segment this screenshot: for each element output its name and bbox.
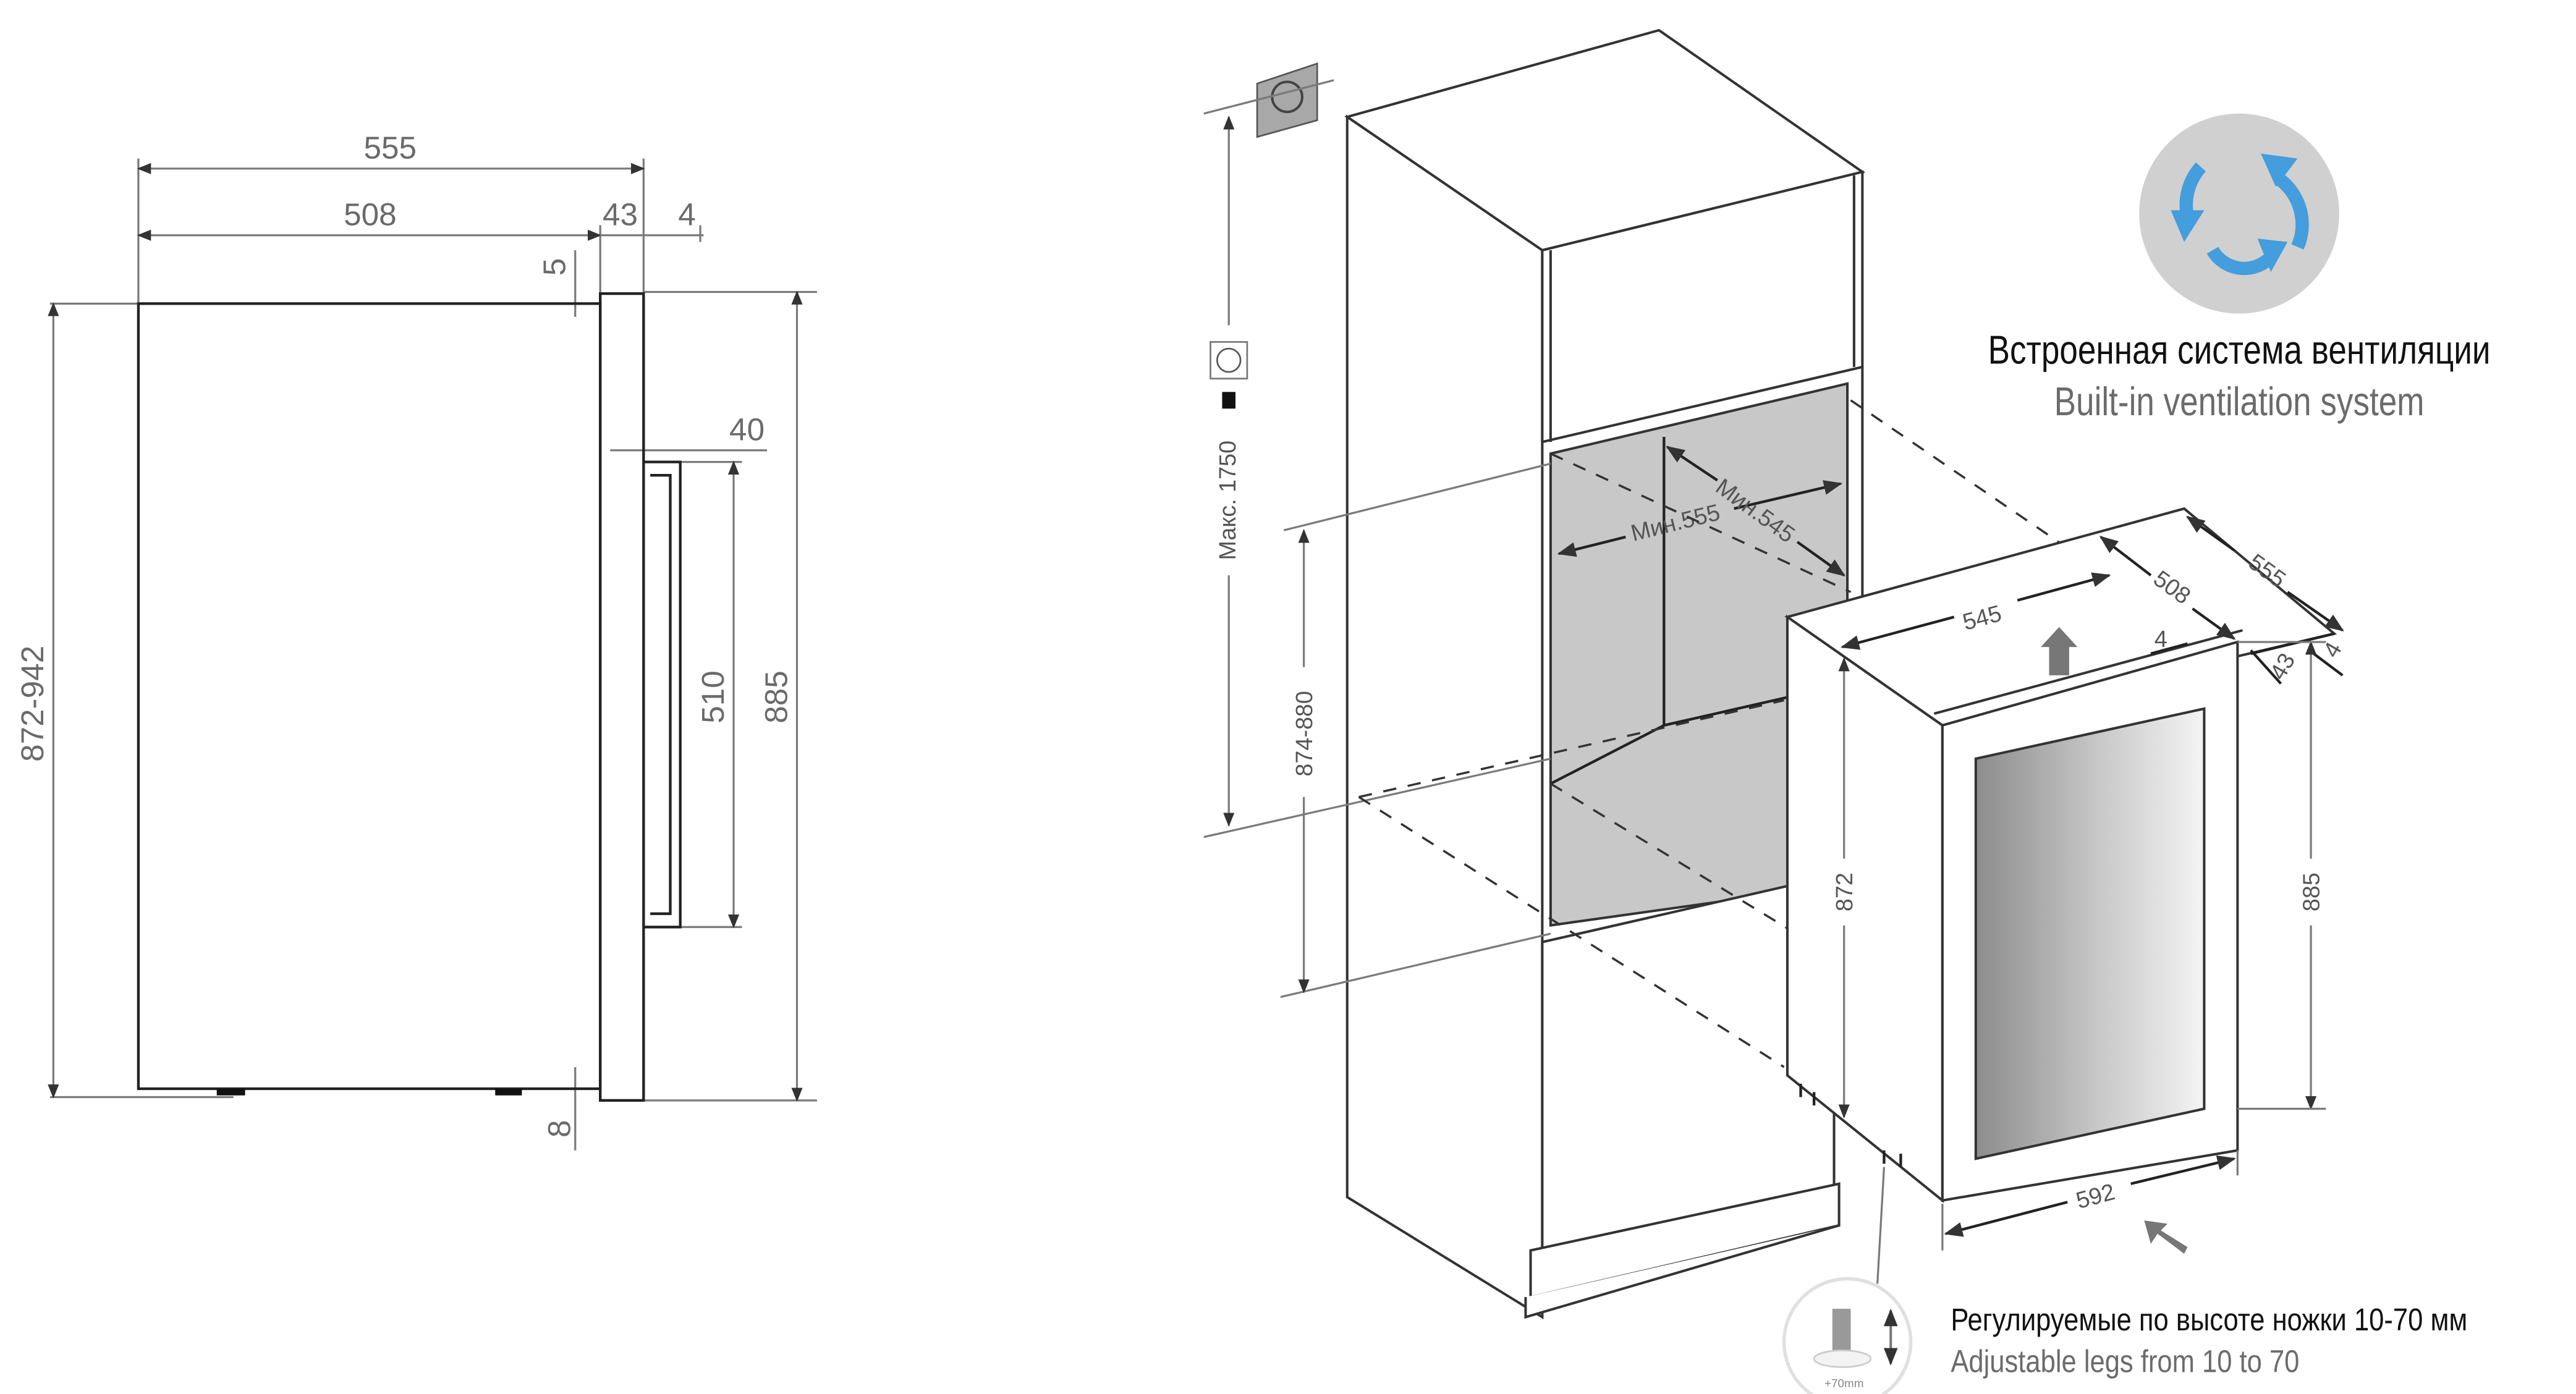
legs-title-ru: Регулируемые по высоте ножки 10-70 мм bbox=[1951, 1303, 2467, 1338]
dim-gap-4b: 4 bbox=[2318, 638, 2347, 662]
dim-gap: 4 bbox=[678, 197, 696, 232]
ventilation-title-ru: Встроенная система вентиляции bbox=[1988, 327, 2491, 372]
dim-door-depth: 43 bbox=[603, 197, 638, 232]
adjustable-leg-icon: +70mm bbox=[1782, 1277, 1913, 1394]
dim-top-gap: 5 bbox=[537, 258, 572, 276]
up-arrow-icon bbox=[2041, 627, 2078, 675]
dim-overall-depth: 555 bbox=[364, 130, 417, 166]
foot-rear bbox=[495, 1088, 522, 1096]
insert-arrow-icon bbox=[2144, 1220, 2188, 1254]
appliance-body-side bbox=[137, 302, 602, 1091]
door-handle bbox=[643, 460, 682, 929]
dim-bottom-gap: 8 bbox=[542, 1120, 577, 1138]
dim-max-socket-height: Макс. 1750 bbox=[1215, 441, 1241, 560]
side-view-drawing bbox=[48, 158, 817, 1151]
dim-body-height: 872-942 bbox=[15, 646, 50, 762]
dim-handle-height: 510 bbox=[695, 670, 731, 724]
dim-door-width: 592 bbox=[2074, 1179, 2118, 1214]
dim-door-height: 885 bbox=[758, 670, 794, 724]
glass-door bbox=[1974, 707, 2206, 1160]
plug-socket-icon bbox=[1210, 341, 1248, 409]
dim-door-43: 43 bbox=[2265, 649, 2300, 684]
dim-niche-height: 874-880 bbox=[1292, 691, 1318, 777]
leg-badge: +70mm bbox=[1824, 1377, 1863, 1390]
foot-front bbox=[216, 1088, 245, 1096]
legs-title-en: Adjustable legs from 10 to 70 bbox=[1951, 1344, 2299, 1379]
socket-icon bbox=[1256, 62, 1318, 138]
cabinet-column bbox=[1344, 28, 1866, 1320]
dim-gap-4a: 4 bbox=[2154, 627, 2167, 653]
dim-body-height-872: 872 bbox=[1832, 872, 1858, 911]
appliance-door-side bbox=[599, 292, 645, 1102]
dim-body-depth: 508 bbox=[344, 197, 397, 232]
dim-door-height-885: 885 bbox=[2299, 872, 2325, 911]
ventilation-icon bbox=[2139, 113, 2339, 314]
ventilation-title-en: Built-in ventilation system bbox=[2054, 379, 2425, 424]
dim-handle-depth: 40 bbox=[729, 412, 765, 447]
wine-cooler bbox=[1784, 507, 2337, 1254]
